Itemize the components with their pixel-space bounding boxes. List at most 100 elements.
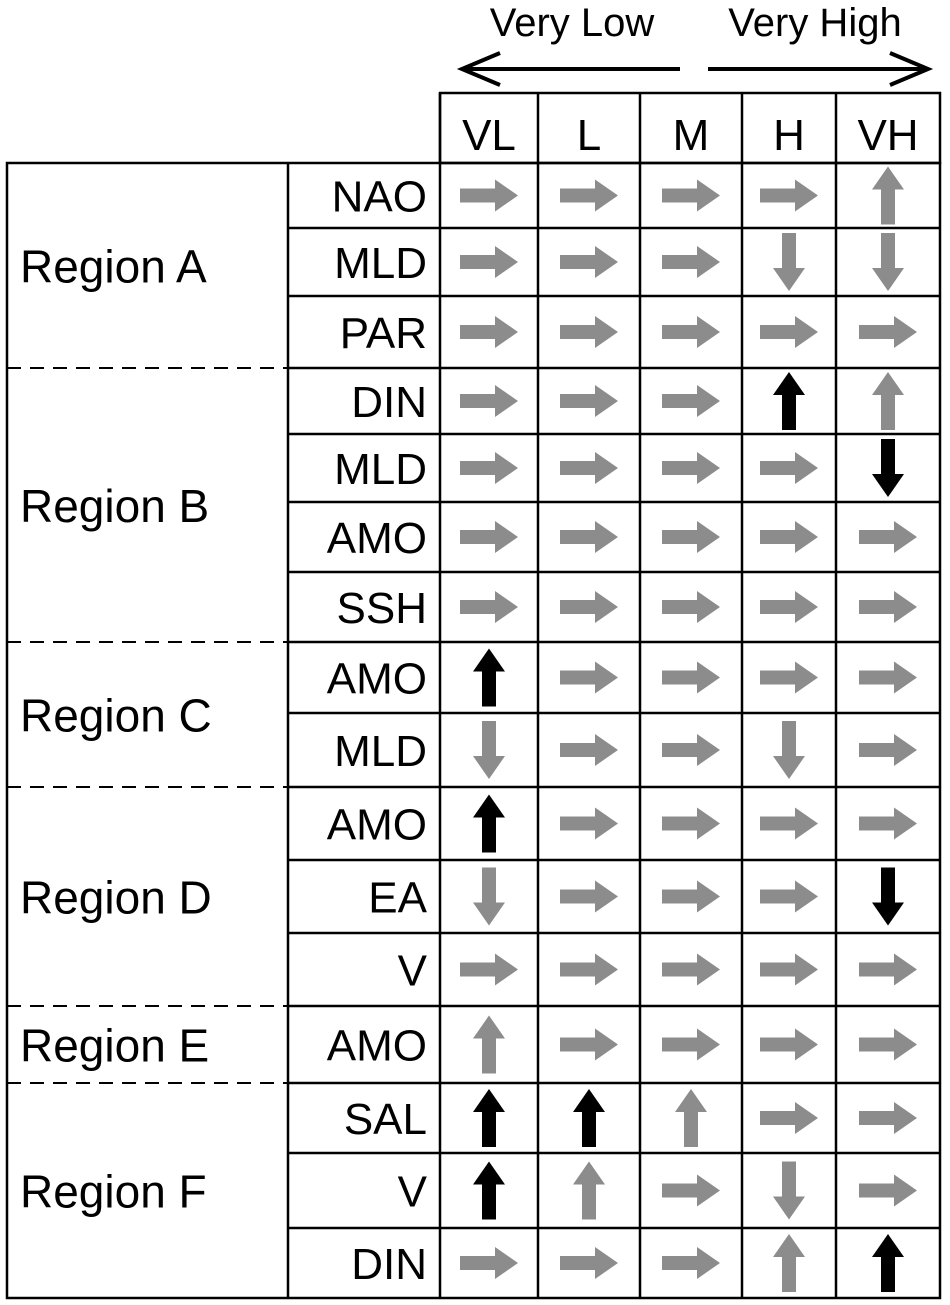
variable-label: AMO [327,655,427,704]
variable-label: DIN [351,1240,427,1289]
gray-right-arrow-icon [859,953,917,986]
gray-right-arrow-icon [859,1174,917,1207]
variable-label: DIN [351,378,427,427]
gray-right-arrow-icon [760,1102,818,1134]
black-up-arrow-icon [473,1161,505,1220]
gray-right-arrow-icon [859,1028,917,1061]
gray-right-arrow-icon [460,385,518,417]
gray-down-arrow-icon [872,233,904,291]
gray-right-arrow-icon [460,316,518,348]
gray-right-arrow-icon [760,953,818,986]
gray-down-arrow-icon [473,721,505,779]
gray-right-arrow-icon [560,1028,618,1061]
region-label: Region E [20,1020,209,1072]
gray-right-arrow-icon [760,661,818,694]
gray-right-arrow-icon [859,734,917,766]
gray-right-arrow-icon [662,591,720,623]
gray-right-arrow-icon [560,591,618,623]
gray-down-arrow-icon [773,1161,805,1220]
gray-right-arrow-icon [859,1102,917,1134]
region-label: Region D [20,872,212,924]
table-border [5,161,942,1300]
gray-right-arrow-icon [560,521,618,553]
column-header-vl: VL [462,111,516,160]
gray-right-arrow-icon [760,1028,818,1061]
gray-right-arrow-icon [859,591,917,623]
black-down-arrow-icon [872,439,904,497]
gray-down-arrow-icon [773,233,805,291]
gray-right-arrow-icon [760,807,818,840]
gray-right-arrow-icon [560,179,618,212]
gray-right-arrow-icon [662,316,720,348]
gray-right-arrow-icon [662,953,720,986]
gray-right-arrow-icon [760,179,818,212]
table-grid [5,91,942,1300]
black-up-arrow-icon [872,1234,904,1292]
black-up-arrow-icon [573,1089,605,1147]
gray-right-arrow-icon [760,316,818,348]
gray-right-arrow-icon [560,734,618,766]
column-header-m: M [673,111,710,160]
black-up-arrow-icon [473,1089,505,1147]
header-scale: Very Low Very High [456,1,934,87]
gray-right-arrow-icon [560,807,618,840]
gray-right-arrow-icon [760,591,818,623]
black-up-arrow-icon [473,794,505,853]
gray-right-arrow-icon [662,521,720,553]
gray-right-arrow-icon [859,807,917,840]
gray-right-arrow-icon [662,1247,720,1279]
gray-right-arrow-icon [460,179,518,212]
region-label: Region B [20,480,209,532]
gray-right-arrow-icon [760,521,818,553]
gray-right-arrow-icon [662,1174,720,1207]
gray-right-arrow-icon [662,246,720,278]
variable-label: V [398,947,428,996]
variable-label: NAO [332,173,427,222]
gray-up-arrow-icon [675,1089,707,1147]
variable-label: AMO [327,514,427,563]
gray-right-arrow-icon [460,591,518,623]
gray-right-arrow-icon [460,1247,518,1279]
variable-label: SSH [337,584,427,633]
gray-right-arrow-icon [760,880,818,913]
black-up-arrow-icon [473,648,505,707]
gray-right-arrow-icon [460,953,518,986]
gray-right-arrow-icon [560,880,618,913]
gray-right-arrow-icon [560,385,618,417]
gray-right-arrow-icon [560,1247,618,1279]
gray-up-arrow-icon [473,1015,505,1074]
variable-label: PAR [340,309,427,358]
trend-arrows [460,166,917,1292]
very-high-label: Very High [728,1,901,45]
gray-right-arrow-icon [560,316,618,348]
gray-right-arrow-icon [560,953,618,986]
variable-label: SAL [344,1095,427,1144]
gray-up-arrow-icon [573,1161,605,1220]
very-low-label: Very Low [490,1,655,45]
gray-right-arrow-icon [662,880,720,913]
gray-right-arrow-icon [560,452,618,484]
gray-right-arrow-icon [662,807,720,840]
gray-right-arrow-icon [460,246,518,278]
gray-right-arrow-icon [760,452,818,484]
variable-label: AMO [327,801,427,850]
variable-label: V [398,1168,428,1217]
variable-label: AMO [327,1022,427,1071]
gray-right-arrow-icon [560,661,618,694]
gray-right-arrow-icon [460,521,518,553]
variable-labels: NAOMLDPARDINMLDAMOSSHAMOMLDAMOEAVAMOSALV… [327,173,428,1290]
variable-label: MLD [334,727,427,776]
gray-right-arrow-icon [662,179,720,212]
right-scale-arrow-icon [708,51,934,87]
region-label: Region A [20,241,207,293]
gray-right-arrow-icon [662,452,720,484]
gray-up-arrow-icon [872,166,904,225]
variable-label: MLD [334,445,427,494]
gray-right-arrow-icon [662,734,720,766]
gray-right-arrow-icon [662,661,720,694]
variable-label: MLD [334,239,427,288]
region-label: Region F [20,1166,207,1218]
